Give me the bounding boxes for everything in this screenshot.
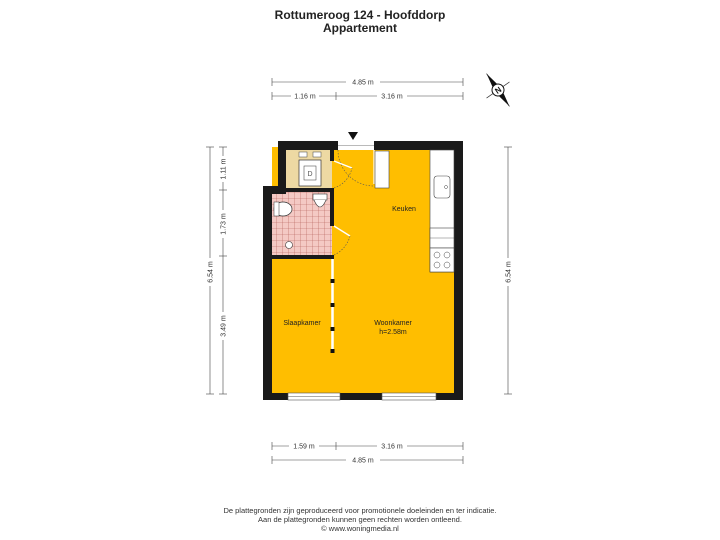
bathroom-fixtures — [273, 193, 328, 249]
kitchen-cabinet — [374, 150, 390, 189]
dim-left-seg1: 1.11 m — [221, 158, 228, 179]
dim-top-left: 1.16 m — [294, 94, 316, 101]
room-label-keuken: Keuken — [392, 206, 416, 213]
boiler-icon: D — [298, 151, 322, 187]
plan-title: Rottumeroog 124 - Hoofddorp — [274, 8, 446, 22]
dim-bottom-right: 3.16 m — [381, 444, 403, 451]
dim-top-right: 3.16 m — [381, 94, 403, 101]
disclaimer-line-1: De plattegronden zijn geproduceerd voor … — [223, 506, 497, 515]
kitchen-sink-icon — [433, 175, 451, 199]
bedroom-partition — [330, 259, 335, 353]
dim-top-total: 4.85 m — [352, 80, 374, 87]
plan-subtitle: Appartement — [322, 21, 397, 35]
dim-bottom-total: 4.85 m — [352, 458, 374, 465]
dim-bottom-left: 1.59 m — [293, 444, 315, 451]
compass-letter: N — [493, 85, 503, 96]
dim-left-total: 6.54 m — [208, 261, 215, 283]
svg-text:D: D — [307, 171, 312, 178]
doors — [333, 149, 375, 256]
kitchen-fixtures — [374, 149, 455, 273]
room-label-woonkamer: Woonkamer — [374, 320, 412, 327]
compass-icon: N — [486, 73, 510, 107]
toilet-icon — [312, 193, 328, 201]
room-label-slaapkamer: Slaapkamer — [283, 320, 321, 327]
room-height-woonkamer: h=2.58m — [379, 329, 407, 336]
dim-left-seg3: 3.49 m — [221, 315, 228, 337]
windows — [287, 141, 437, 401]
shower-drain-icon — [285, 241, 293, 249]
dim-left-seg2: 1.73 m — [221, 213, 228, 235]
copyright-line: © www.woningmedia.nl — [321, 524, 399, 533]
dim-right-total: 6.54 m — [506, 261, 513, 283]
walls — [263, 141, 463, 400]
disclaimer-line-2: Aan de plattegronden kunnen geen rechten… — [258, 515, 462, 524]
entrance-arrow-icon — [348, 132, 358, 140]
cooktop-icon — [429, 247, 455, 273]
